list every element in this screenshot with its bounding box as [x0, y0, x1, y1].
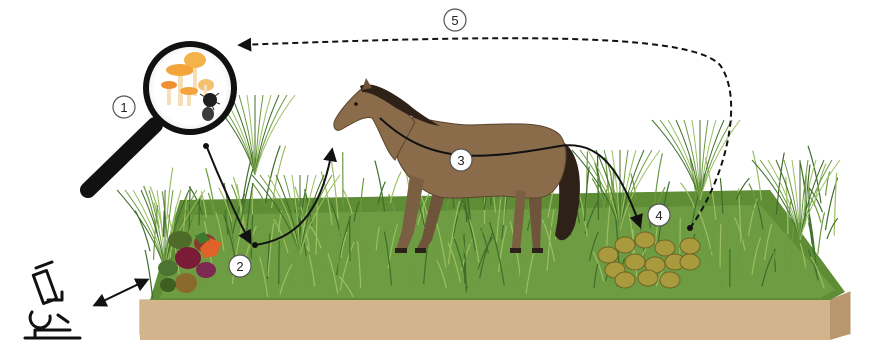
grass-blade: [145, 250, 153, 298]
grass-blade: [827, 218, 838, 239]
dung-ball: [615, 272, 635, 288]
dung-ball: [680, 254, 700, 270]
arrow-origin-dot: [687, 225, 693, 231]
grass-blade: [800, 161, 806, 195]
microscope-icon: [25, 262, 80, 338]
step-badge-4: 4: [648, 204, 670, 226]
step-badge-3: 3: [450, 149, 472, 171]
step-4-label: 4: [655, 208, 662, 223]
dung-ball: [598, 247, 618, 263]
grass-tuft: [117, 190, 165, 270]
step-badge-5: 5: [444, 9, 466, 31]
step-1-label: 1: [120, 100, 127, 115]
step-2-label: 2: [236, 259, 243, 274]
step-3-label: 3: [457, 153, 464, 168]
grass-tuft: [255, 95, 287, 175]
arrow-fungi-to-microscope: [95, 280, 147, 305]
step-badge-2: 2: [229, 255, 251, 277]
arrow-origin-dot: [252, 242, 258, 248]
dung-ball: [635, 232, 655, 248]
grass-blade: [811, 198, 821, 223]
step-badge-1: 1: [113, 96, 135, 118]
grass-blade: [834, 173, 836, 236]
magnifying-glass-icon: [88, 44, 234, 190]
grass-tuft: [652, 120, 700, 200]
dung-ball: [680, 238, 700, 254]
grass-blade: [164, 211, 165, 238]
dung-ball: [638, 270, 658, 286]
grass-tuft: [700, 120, 732, 200]
arrow-origin-dot: [203, 143, 209, 149]
dung-ball: [615, 237, 635, 253]
grass-blade: [818, 212, 825, 254]
dung-ball: [625, 254, 645, 270]
step-5-label: 5: [451, 13, 458, 28]
dung-ball: [655, 240, 675, 256]
dung-ball: [660, 272, 680, 288]
